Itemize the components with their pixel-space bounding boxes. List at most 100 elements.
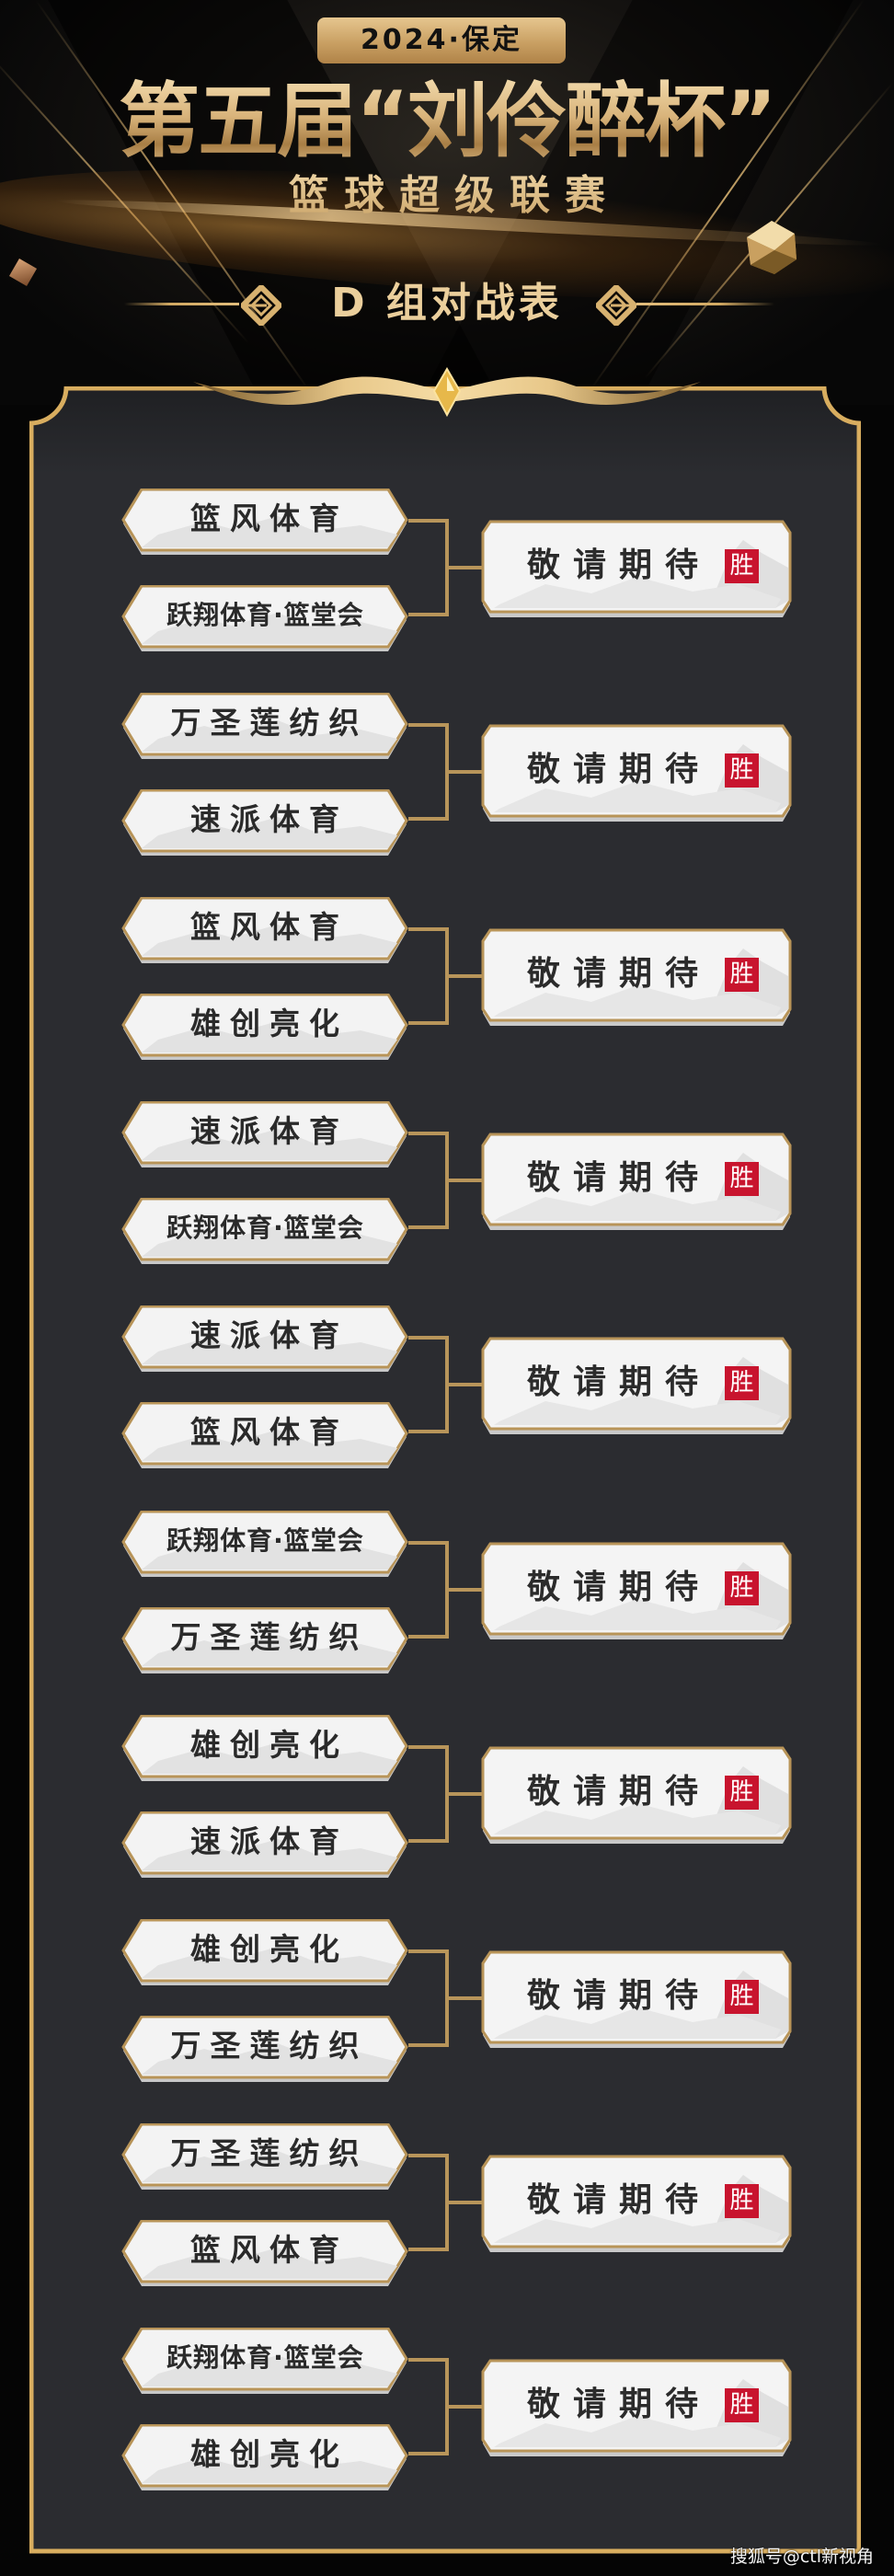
team-2-name: 速派体育 [190, 1823, 349, 1859]
team-card-shape [121, 1198, 408, 1264]
team-1-name: 跃翔体育·篮堂会 [166, 1525, 364, 1556]
bracket-connector-stub [448, 1792, 483, 1796]
result-card[interactable]: 敬请期待 胜 [481, 2155, 792, 2252]
result-card-shape [481, 1950, 792, 2048]
result-card[interactable]: 敬请期待 胜 [481, 2359, 792, 2456]
result-card[interactable]: 敬请期待 胜 [481, 520, 792, 617]
team-2-card[interactable]: 篮风体育 [121, 2220, 408, 2286]
matchup-row: 速派体育 篮风体育 敬请期待 胜 [0, 1305, 894, 1471]
win-badge-icon: 胜 [725, 1162, 759, 1196]
team-card-shape [121, 789, 408, 856]
win-badge-icon: 胜 [725, 2184, 759, 2218]
team-card-shape [121, 585, 408, 651]
bracket-connector [408, 1132, 449, 1229]
team-1-name: 万圣莲纺织 [170, 705, 369, 741]
team-2-card[interactable]: 速派体育 [121, 1811, 408, 1878]
team-1-card[interactable]: 速派体育 [121, 1305, 408, 1372]
team-card-shape [121, 2123, 408, 2190]
bracket-connector-stub [448, 2405, 483, 2409]
team-1-name: 万圣莲纺织 [170, 2135, 369, 2171]
result-card[interactable]: 敬请期待 胜 [481, 1337, 792, 1434]
team-2-name: 雄创亮化 [190, 1006, 349, 1041]
team-card-shape [121, 1919, 408, 1985]
result-status: 敬请期待 [526, 751, 711, 788]
team-card-shape [121, 693, 408, 759]
team-1-name: 跃翔体育·篮堂会 [166, 2342, 364, 2373]
team-2-name: 篮风体育 [190, 1414, 349, 1450]
team-2-name: 跃翔体育·篮堂会 [166, 600, 364, 630]
bracket-connector-stub [448, 1996, 483, 2000]
team-2-card[interactable]: 万圣莲纺织 [121, 2016, 408, 2082]
bracket-connector [408, 723, 449, 821]
team-1-name: 雄创亮化 [190, 1727, 349, 1763]
win-badge-icon: 胜 [725, 1776, 759, 1810]
matchup-row: 雄创亮化 速派体育 敬请期待 胜 [0, 1715, 894, 1880]
bracket-connector [408, 1336, 449, 1433]
result-card[interactable]: 敬请期待 胜 [481, 1746, 792, 1844]
bracket-connector-stub [448, 2201, 483, 2204]
divider-right [636, 303, 774, 305]
result-status: 敬请期待 [526, 1977, 711, 2015]
result-card[interactable]: 敬请期待 胜 [481, 1542, 792, 1639]
win-badge-icon: 胜 [725, 753, 759, 788]
result-card-shape [481, 520, 792, 617]
team-2-card[interactable]: 雄创亮化 [121, 2424, 408, 2490]
team-2-card[interactable]: 篮风体育 [121, 1402, 408, 1468]
team-1-card[interactable]: 万圣莲纺织 [121, 693, 408, 759]
bracket-connector [408, 2154, 449, 2251]
bracket-connector-stub [448, 566, 483, 569]
matchup-row: 速派体育 跃翔体育·篮堂会 敬请期待 胜 [0, 1101, 894, 1267]
result-status: 敬请期待 [526, 1773, 711, 1811]
team-1-card[interactable]: 篮风体育 [121, 897, 408, 963]
team-2-card[interactable]: 跃翔体育·篮堂会 [121, 585, 408, 651]
team-1-card[interactable]: 雄创亮化 [121, 1919, 408, 1985]
team-1-card[interactable]: 万圣莲纺织 [121, 2123, 408, 2190]
team-1-card[interactable]: 跃翔体育·篮堂会 [121, 1511, 408, 1577]
win-badge-icon: 胜 [725, 2388, 759, 2422]
team-2-card[interactable]: 雄创亮化 [121, 994, 408, 1060]
watermark: 搜狐号@ctl新视角 [729, 2547, 874, 2567]
team-2-name: 篮风体育 [190, 2232, 349, 2268]
team-2-name: 跃翔体育·篮堂会 [166, 1213, 364, 1243]
team-card-shape [121, 489, 408, 555]
bracket-connector-stub [448, 1179, 483, 1182]
result-card[interactable]: 敬请期待 胜 [481, 1133, 792, 1230]
team-2-card[interactable]: 万圣莲纺织 [121, 1607, 408, 1673]
team-1-name: 篮风体育 [190, 909, 349, 945]
result-status: 敬请期待 [526, 1569, 711, 1606]
result-card-shape [481, 1337, 792, 1434]
team-1-card[interactable]: 雄创亮化 [121, 1715, 408, 1781]
team-card-shape [121, 2424, 408, 2490]
team-1-name: 篮风体育 [190, 500, 349, 536]
matchup-row: 篮风体育 跃翔体育·篮堂会 敬请期待 胜 [0, 489, 894, 654]
team-card-shape [121, 1101, 408, 1167]
result-card[interactable]: 敬请期待 胜 [481, 724, 792, 822]
team-2-card[interactable]: 速派体育 [121, 789, 408, 856]
bracket-connector [408, 1541, 449, 1639]
result-status: 敬请期待 [526, 1159, 711, 1197]
win-badge-icon: 胜 [725, 958, 759, 992]
poster-header: 2024·保定 第五届“刘伶醉杯” 篮球超级联赛 D 组对战表 [0, 0, 894, 405]
divider-left [124, 303, 239, 305]
result-status: 敬请期待 [526, 1363, 711, 1401]
win-badge-icon: 胜 [725, 1980, 759, 2014]
bracket-connector [408, 2358, 449, 2455]
team-1-name: 雄创亮化 [190, 1931, 349, 1967]
team-2-card[interactable]: 跃翔体育·篮堂会 [121, 1198, 408, 1264]
matchup-row: 雄创亮化 万圣莲纺织 敬请期待 胜 [0, 1919, 894, 2085]
result-status: 敬请期待 [526, 546, 711, 584]
gold-wing-ornament-icon [193, 367, 701, 418]
matchup-row: 跃翔体育·篮堂会 万圣莲纺织 敬请期待 胜 [0, 1511, 894, 1676]
matchup-row: 万圣莲纺织 篮风体育 敬请期待 胜 [0, 2123, 894, 2289]
team-card-shape [121, 994, 408, 1060]
bracket-connector-stub [448, 1588, 483, 1592]
team-1-card[interactable]: 跃翔体育·篮堂会 [121, 2328, 408, 2394]
result-card-shape [481, 1542, 792, 1639]
event-title: 第五届“刘伶醉杯” [0, 75, 894, 167]
bracket-connector-stub [448, 770, 483, 774]
result-card[interactable]: 敬请期待 胜 [481, 928, 792, 1026]
team-1-card[interactable]: 速派体育 [121, 1101, 408, 1167]
result-card-shape [481, 724, 792, 822]
result-card[interactable]: 敬请期待 胜 [481, 1950, 792, 2048]
team-1-card[interactable]: 篮风体育 [121, 489, 408, 555]
